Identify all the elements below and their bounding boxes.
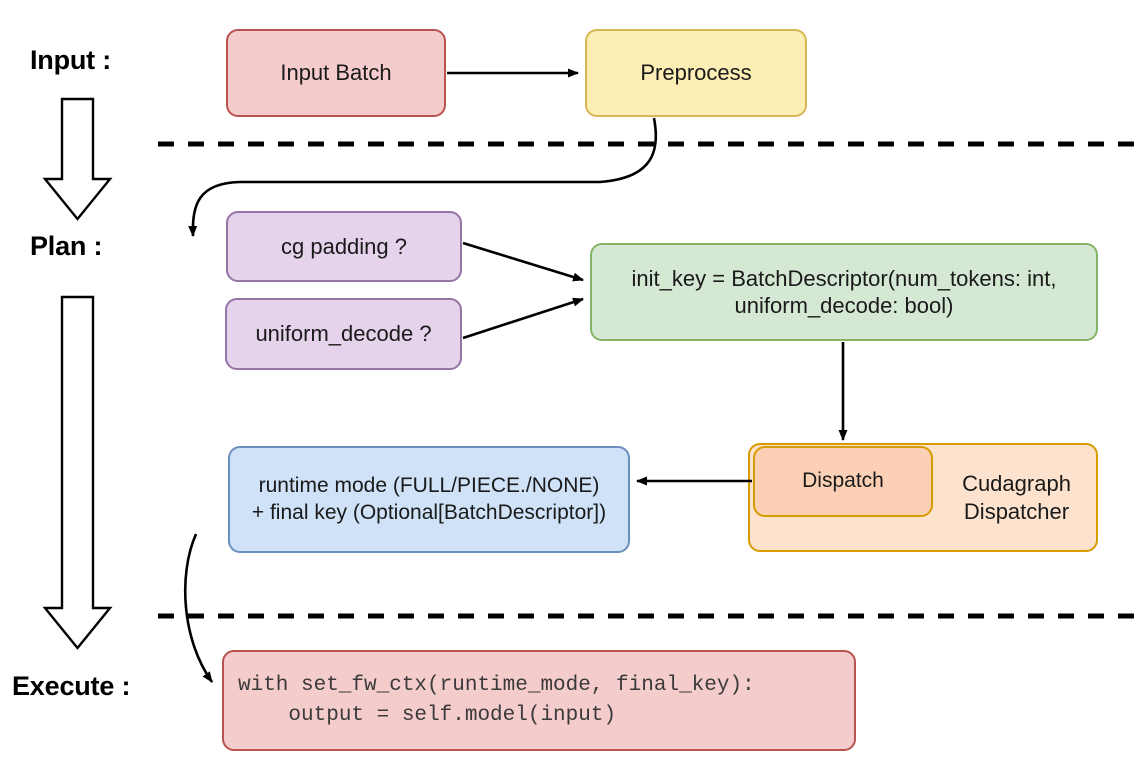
input-to-plan-block-arrow <box>42 97 113 221</box>
stage-label-plan: Plan : <box>30 231 103 261</box>
plan-to-execute-block-arrow <box>42 295 113 650</box>
node-runtime-mode-label-line2: + final key (Optional[BatchDescriptor]) <box>251 500 607 524</box>
arrow-runtime-mode-to-execute-code <box>183 533 214 683</box>
node-init-key[interactable]: init_key = BatchDescriptor(num_tokens: i… <box>590 243 1098 341</box>
node-preprocess-label: Preprocess <box>640 60 752 86</box>
node-input-batch[interactable]: Input Batch <box>226 29 446 117</box>
node-execute-code[interactable]: with set_fw_ctx(runtime_mode, final_key)… <box>222 650 856 751</box>
node-preprocess[interactable]: Preprocess <box>585 29 807 117</box>
node-cg-padding[interactable]: cg padding ? <box>226 211 462 282</box>
arrow-uniform-decode-to-init-key <box>462 297 584 340</box>
stage-label-execute: Execute : <box>12 671 131 701</box>
node-dispatch-label: Dispatch <box>802 469 884 493</box>
node-cudagraph-dispatcher-label-line2: Dispatcher <box>963 498 1070 524</box>
node-uniform-decode[interactable]: uniform_decode ? <box>225 298 462 370</box>
arrow-cg-padding-to-init-key <box>462 241 584 282</box>
node-cg-padding-label: cg padding ? <box>281 233 407 259</box>
node-runtime-mode-label-line1: runtime mode (FULL/PIECE./NONE) <box>258 474 600 498</box>
stage-label-input: Input : <box>30 45 112 75</box>
node-init-key-label-line1: init_key = BatchDescriptor(num_tokens: i… <box>631 265 1057 291</box>
node-cudagraph-dispatcher-label-line1: Cudagraph <box>962 471 1071 496</box>
node-input-batch-label: Input Batch <box>280 60 392 86</box>
node-runtime-mode[interactable]: runtime mode (FULL/PIECE./NONE) + final … <box>228 446 630 553</box>
node-dispatch[interactable]: Dispatch <box>753 446 933 517</box>
node-execute-code-line2: output = self.model(input) <box>238 703 617 727</box>
node-init-key-label-line2: uniform_decode: bool) <box>734 293 954 318</box>
node-uniform-decode-label: uniform_decode ? <box>255 321 432 347</box>
node-execute-code-line1: with set_fw_ctx(runtime_mode, final_key)… <box>238 673 755 697</box>
